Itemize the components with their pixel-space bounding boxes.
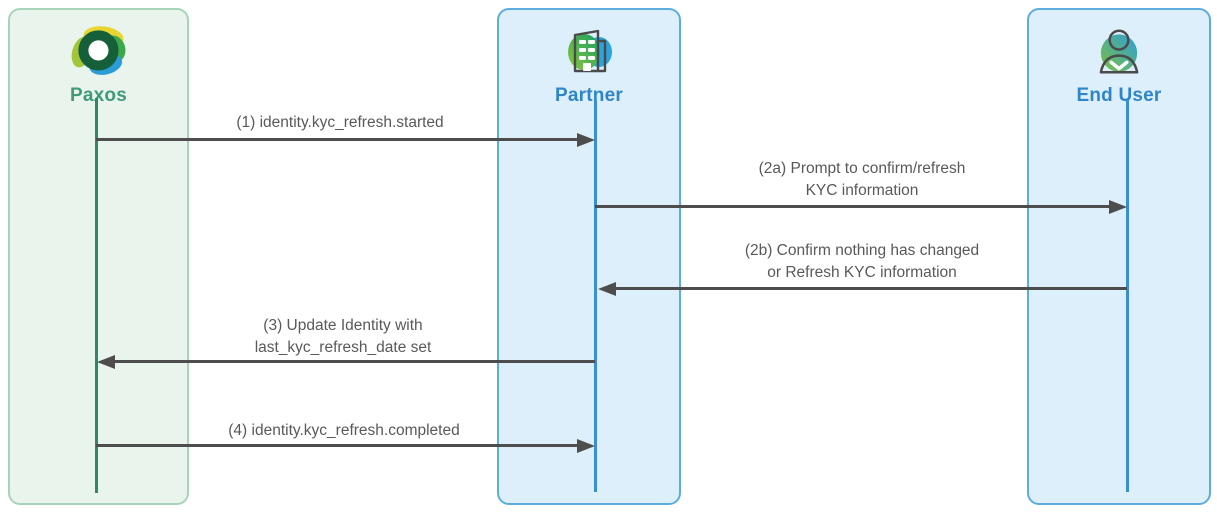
partner-lifeline: [594, 100, 597, 492]
actor-head-paxos: Paxos: [10, 10, 187, 107]
message-2b-label: (2b) Confirm nothing has changed or Refr…: [744, 242, 980, 281]
message-3-label: (3) Update Identity with last_kyc_refres…: [254, 317, 432, 356]
message-4-arrowhead-icon: [577, 438, 595, 453]
end-user-icon: [1091, 20, 1147, 82]
actor-label-partner: Partner: [555, 85, 623, 106]
actor-label-end-user: End User: [1076, 85, 1162, 106]
message-2a-arrow: [595, 205, 1109, 208]
actor-panel-partner: Partner: [497, 8, 681, 505]
message-1-arrow: [96, 138, 577, 141]
partner-building-icon: [562, 20, 616, 82]
actor-label-paxos: Paxos: [70, 85, 127, 106]
paxos-lifeline: [95, 98, 98, 493]
message-3-arrowhead-icon: [97, 354, 115, 369]
message-2a-arrowhead-icon: [1109, 199, 1127, 214]
paxos-logo-icon: [70, 20, 128, 82]
message-1-label: (1) identity.kyc_refresh.started: [236, 114, 444, 131]
actor-head-partner: Partner: [499, 10, 679, 107]
actor-head-end-user: End User: [1029, 10, 1209, 107]
message-4-label: (4) identity.kyc_refresh.completed: [228, 422, 460, 439]
message-2a-label: (2a) Prompt to confirm/refresh KYC infor…: [758, 160, 966, 199]
message-4-arrow: [96, 444, 577, 447]
actor-panel-paxos: Paxos: [8, 8, 189, 505]
end-user-lifeline: [1126, 100, 1129, 492]
message-2b-arrow: [616, 287, 1127, 290]
actor-panel-end-user: End User: [1027, 8, 1211, 505]
message-2b-arrowhead-icon: [598, 281, 616, 296]
message-1-arrowhead-icon: [577, 132, 595, 147]
message-3-arrow: [115, 360, 595, 363]
